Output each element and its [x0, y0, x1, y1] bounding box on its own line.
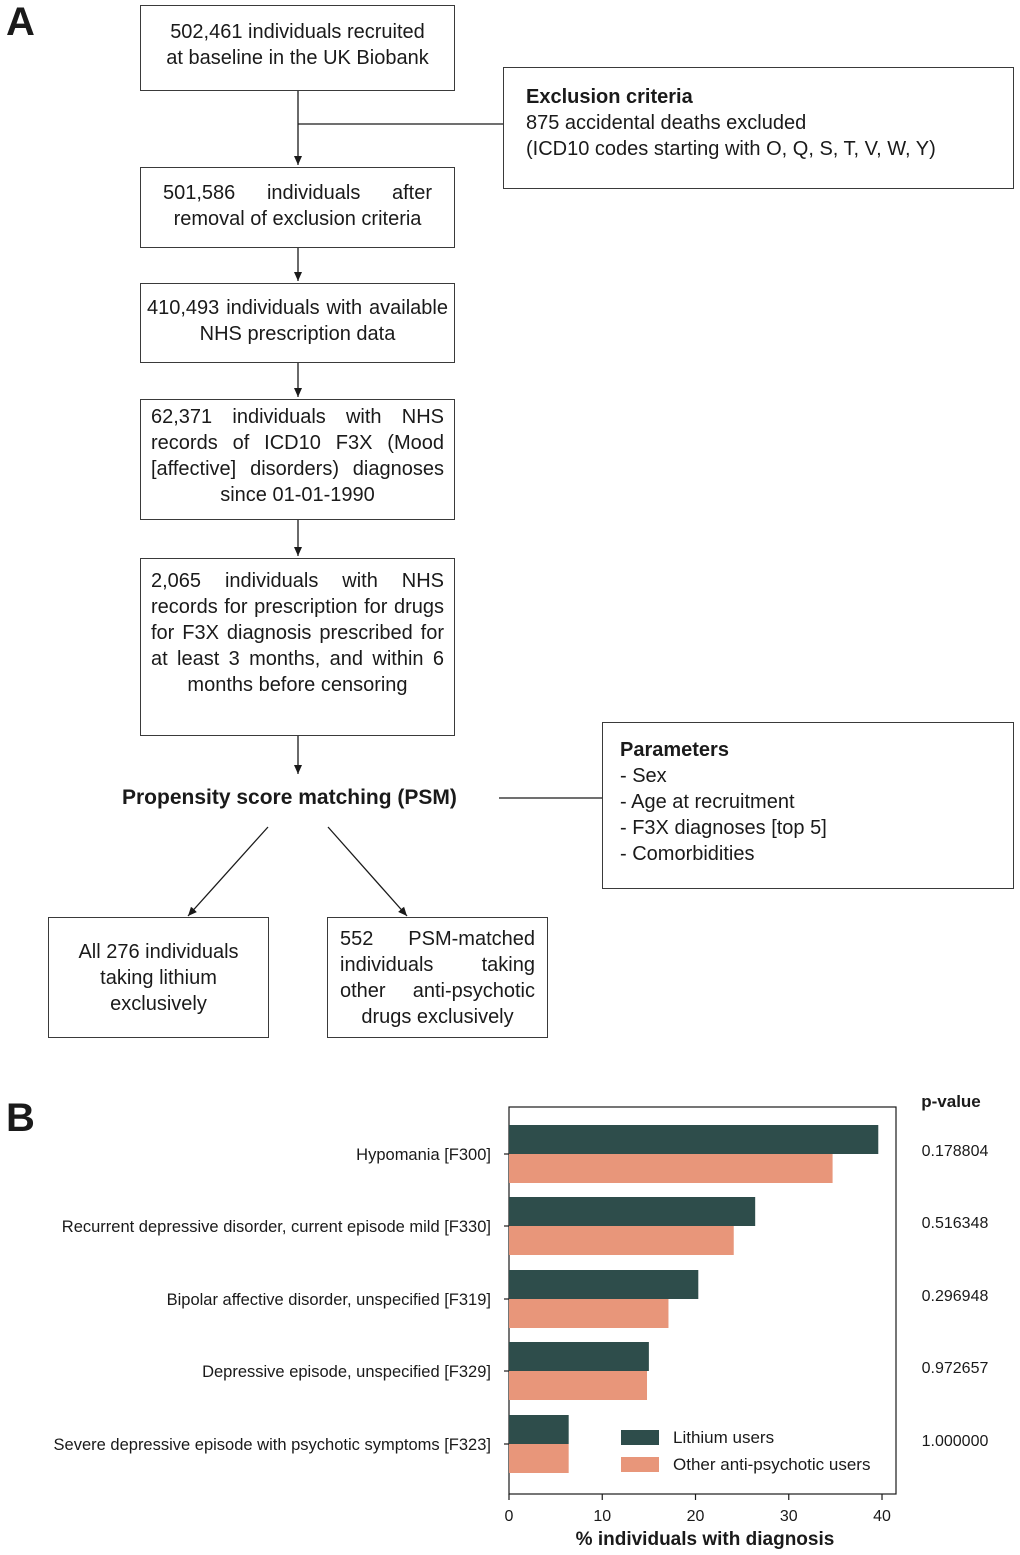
x-axis-title: % individuals with diagnosis	[576, 1529, 835, 1550]
bar-lithium-3	[509, 1342, 649, 1371]
category-label-4: Severe depressive episode with psychotic…	[54, 1436, 491, 1454]
x-tick-label-3: 30	[780, 1508, 798, 1525]
parameter-item-comorbidities: - Comorbidities	[620, 843, 755, 865]
parameters-title: Parameters	[620, 739, 729, 761]
bar-lithium-2	[509, 1270, 699, 1299]
p-value-1: 0.516348	[922, 1215, 989, 1232]
x-tick-label-0: 0	[505, 1508, 514, 1525]
legend-swatch-other	[621, 1457, 659, 1472]
p-value-labels: 0.178804 0.516348 0.296948 0.972657 1.000000	[922, 1143, 989, 1450]
legend-label-other: Other anti-psychotic users	[673, 1455, 870, 1474]
category-label-2: Bipolar affective disorder, unspecified …	[167, 1291, 491, 1309]
panel-b-label: B	[6, 1096, 35, 1140]
box-f3x-drugs: 2,065 individuals with NHS records for p…	[140, 558, 455, 736]
p-value-2: 0.296948	[922, 1288, 989, 1305]
bar-other-2	[509, 1299, 669, 1328]
exclusion-line-1: 875 accidental deaths excluded	[526, 112, 807, 134]
box-nhs-prescription-text: 410,493 individuals with available NHS p…	[147, 297, 448, 345]
bar-other-4	[509, 1444, 569, 1473]
panel-a-label: A	[6, 0, 35, 44]
box-psm-matched: 552 PSM-matched individuals taking other…	[327, 917, 548, 1038]
p-value-4: 1.000000	[922, 1433, 989, 1450]
p-value-0: 0.178804	[922, 1143, 989, 1160]
box-f3x-records-text: 62,371 individuals with NHS records of I…	[151, 406, 444, 506]
bar-other-0	[509, 1154, 833, 1183]
parameters-box: Parameters - Sex - Age at recruitment - …	[602, 722, 1014, 889]
x-tick-label-2: 20	[687, 1508, 705, 1525]
x-tick-label-4: 40	[873, 1508, 891, 1525]
box-lithium-text: All 276 individuals taking lithium exclu…	[78, 941, 239, 1015]
box-f3x-drugs-text: 2,065 individuals with NHS records for p…	[151, 570, 444, 696]
bar-other-3	[509, 1371, 648, 1400]
psm-label: Propensity score matching (PSM)	[122, 786, 457, 809]
bar-lithium-4	[509, 1415, 569, 1444]
bar-lithium-0	[509, 1125, 879, 1154]
parameter-item-age: - Age at recruitment	[620, 791, 795, 813]
exclusion-line-2: (ICD10 codes starting with O, Q, S, T, V…	[526, 138, 936, 160]
box-psm-matched-text: 552 PSM-matched individuals taking other…	[340, 928, 535, 1028]
parameter-item-diagnoses: - F3X diagnoses [top 5]	[620, 817, 827, 839]
bars-group	[509, 1125, 879, 1473]
box-nhs-prescription: 410,493 individuals with available NHS p…	[140, 283, 455, 363]
bar-lithium-1	[509, 1197, 756, 1226]
category-label-1: Recurrent depressive disorder, current e…	[62, 1218, 491, 1236]
box-f3x-records: 62,371 individuals with NHS records of I…	[140, 399, 455, 520]
p-value-header: p-value	[921, 1092, 981, 1111]
p-value-3: 0.972657	[922, 1360, 989, 1377]
box-after-exclusion-text: 501,586 individuals after removal of exc…	[163, 182, 432, 230]
arrow-to-psm-matched	[327, 826, 408, 917]
bar-other-1	[509, 1226, 734, 1255]
category-label-0: Hypomania [F300]	[356, 1146, 491, 1164]
box-recruited-text: 502,461 individuals recruited at baselin…	[166, 21, 429, 69]
arrow-to-lithium	[187, 826, 269, 917]
category-labels: Hypomania [F300] Recurrent depressive dis…	[54, 1146, 509, 1454]
x-axis-ticks: 0 10 20 30 40	[505, 1494, 891, 1525]
legend-label-lithium: Lithium users	[673, 1428, 774, 1447]
exclusion-criteria-box: Exclusion criteria 875 accidental deaths…	[503, 67, 1014, 189]
box-recruited: 502,461 individuals recruited at baselin…	[140, 5, 455, 91]
category-label-3: Depressive episode, unspecified [F329]	[202, 1363, 491, 1381]
box-after-exclusion: 501,586 individuals after removal of exc…	[140, 167, 455, 248]
legend-swatch-lithium	[621, 1430, 659, 1445]
x-tick-label-1: 10	[593, 1508, 611, 1525]
exclusion-criteria-title: Exclusion criteria	[526, 86, 693, 108]
box-lithium: All 276 individuals taking lithium exclu…	[48, 917, 269, 1038]
parameter-item-sex: - Sex	[620, 765, 667, 787]
